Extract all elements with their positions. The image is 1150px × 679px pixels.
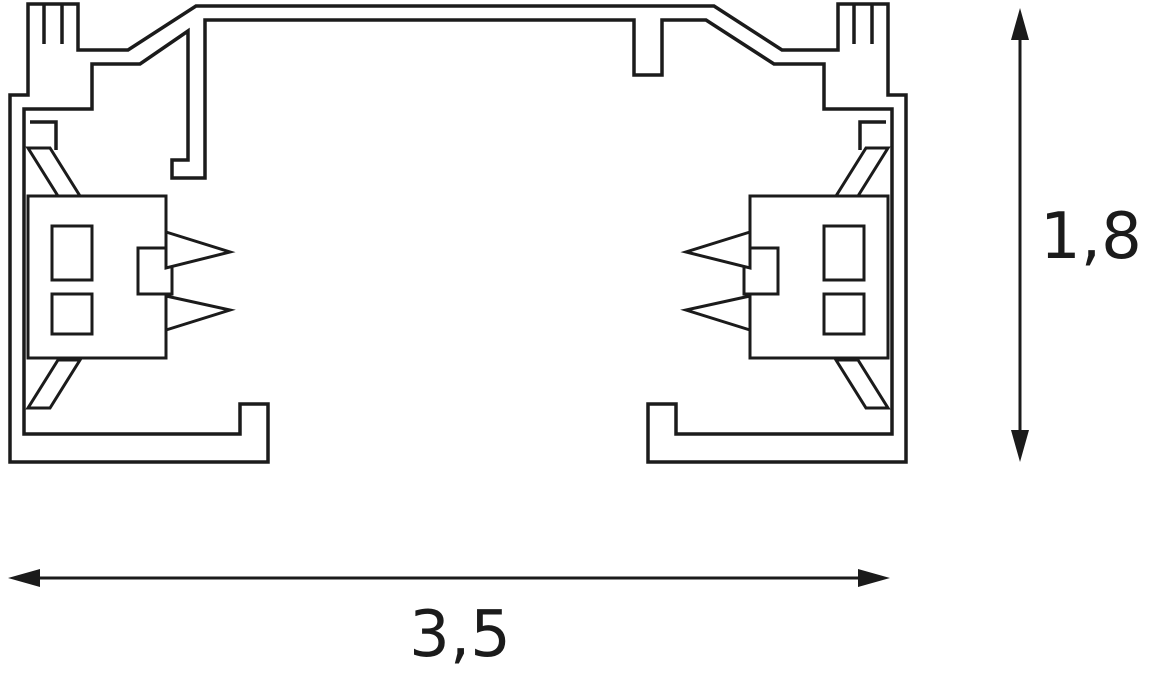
- right-contact-prong-lower: [680, 294, 752, 333]
- right-lower-retainer: [833, 358, 891, 410]
- left-contact-prong-upper: [164, 229, 236, 270]
- left-conductor-pocket-lower: [50, 292, 94, 336]
- left-lower-retainer: [25, 358, 83, 410]
- left-tab-slot-lines: [42, 4, 64, 44]
- height-dimension-label: 1,8: [1040, 200, 1142, 274]
- right-conductor-pocket-lower: [822, 292, 866, 336]
- left-contact-prong-lower: [164, 294, 236, 333]
- right-wall-bracket: [858, 120, 886, 150]
- right-conductor-pocket-upper: [822, 224, 866, 282]
- right-conductor-assembly: [680, 146, 891, 410]
- left-conductor-assembly: [25, 146, 236, 410]
- width-arrowhead-right-icon: [858, 569, 890, 587]
- height-dimension: 1,8: [1011, 8, 1142, 462]
- right-contact-prong-upper: [680, 229, 752, 270]
- width-dimension-label: 3,5: [409, 598, 511, 672]
- width-arrowhead-left-icon: [8, 569, 40, 587]
- left-wall-bracket: [30, 120, 58, 150]
- left-conductor-pocket-upper: [50, 224, 94, 282]
- right-tab-slot-lines: [852, 4, 874, 44]
- profile-outline: [8, 2, 908, 464]
- profile-wall-path: [8, 2, 908, 464]
- right-upper-retainer: [833, 146, 891, 198]
- height-arrowhead-bottom-icon: [1011, 430, 1029, 462]
- height-arrowhead-top-icon: [1011, 8, 1029, 40]
- width-dimension: 3,5: [8, 569, 890, 672]
- left-upper-retainer: [25, 146, 83, 198]
